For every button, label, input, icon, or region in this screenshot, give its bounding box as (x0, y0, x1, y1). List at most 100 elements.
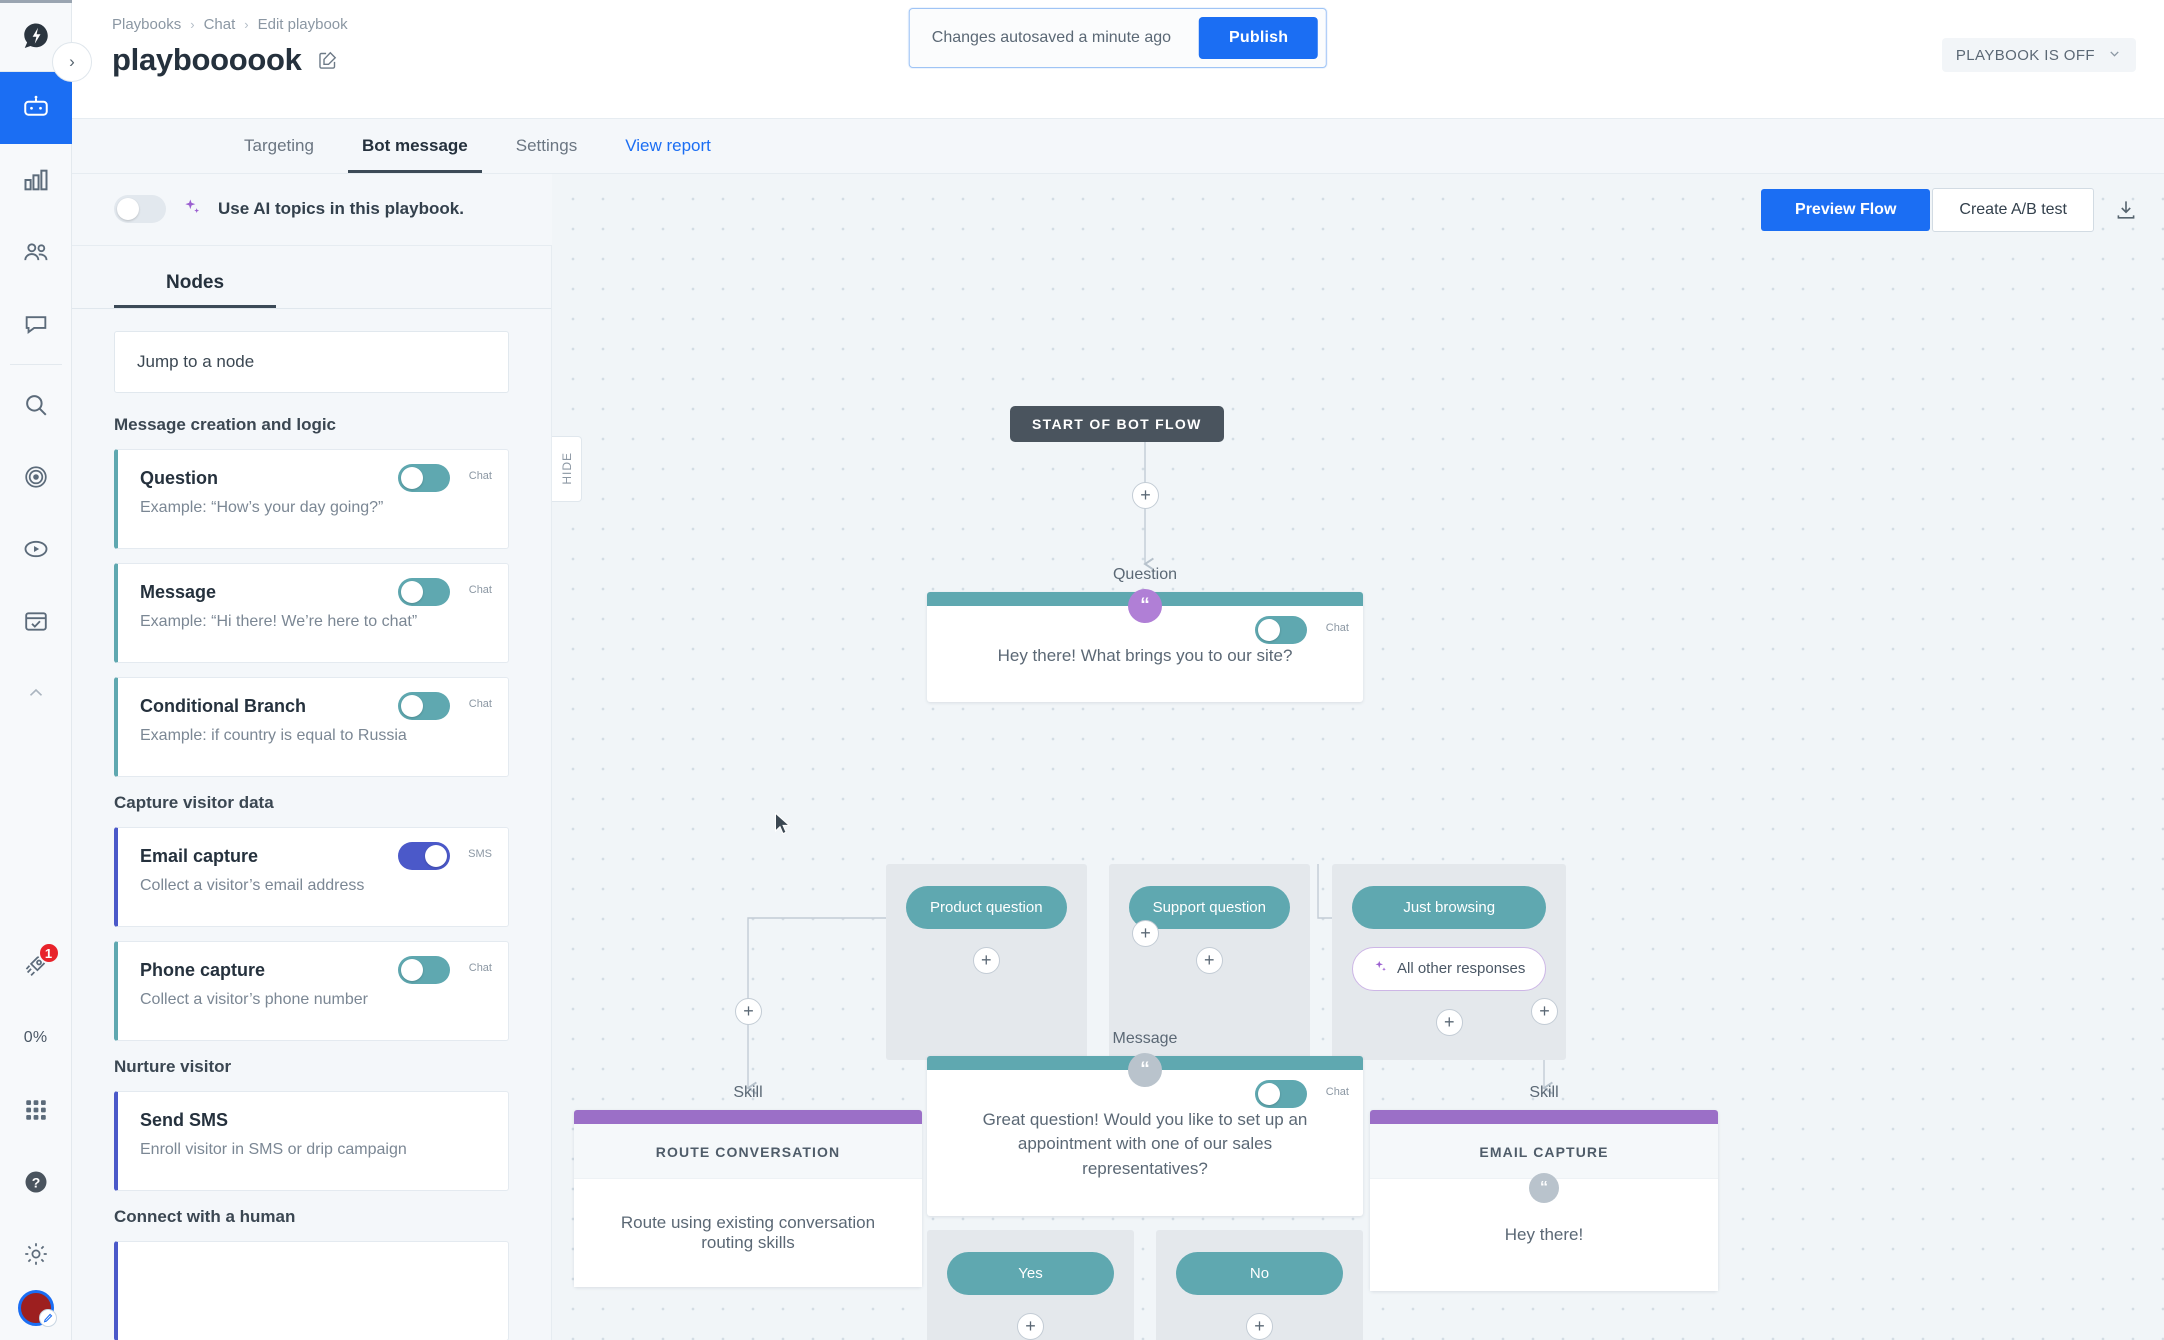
user-avatar[interactable] (17, 1290, 57, 1327)
answer-chip[interactable]: Product question (906, 885, 1067, 929)
group-title-nurture-visitor: Nurture visitor (114, 1056, 232, 1076)
sidebar-item-bot[interactable] (0, 72, 72, 144)
create-ab-test-button[interactable]: Create A/B test (1932, 187, 2094, 232)
chevron-right-icon[interactable]: › (52, 42, 92, 82)
sidebar-item-reports[interactable] (0, 144, 72, 216)
add-node-left-branch[interactable]: + (735, 997, 762, 1025)
tab-view-report[interactable]: View report (625, 135, 711, 155)
tab-settings[interactable]: Settings (515, 135, 578, 155)
answer-chip[interactable]: Yes (947, 1251, 1114, 1295)
message-channel-toggle[interactable] (398, 577, 450, 606)
quote-mark-icon: “ (1128, 1052, 1162, 1087)
tab-nodes[interactable]: Nodes (114, 272, 277, 308)
group-title-capture-visitor-data: Capture visitor data (114, 792, 274, 812)
add-node-right-branch[interactable]: + (1531, 997, 1558, 1025)
message-node-channel-label: Chat (1325, 1085, 1349, 1098)
toggle-knob (1258, 1082, 1280, 1105)
add-node-under-product-question[interactable]: + (972, 946, 1000, 974)
node-card-send-sms[interactable]: Send SMS Enroll visitor in SMS or drip c… (114, 1090, 509, 1191)
ai-topics-toggle[interactable] (114, 195, 166, 224)
message-node-card[interactable]: “ Chat Great question! Would you like to… (927, 1052, 1363, 1216)
jump-to-node-placeholder: Jump to a node (137, 351, 255, 371)
node-card-email-capture[interactable]: SMS Email capture Collect a visitor’s em… (114, 826, 509, 927)
sidebar-item-contacts[interactable] (0, 216, 72, 288)
nodes-panel-tabs: Nodes (72, 246, 551, 308)
edit-pencil-icon[interactable] (317, 50, 338, 71)
answer-chip[interactable]: Just browsing (1352, 885, 1547, 929)
email-capture-channel-label: SMS (468, 847, 492, 860)
node-card-desc: Collect a visitor’s email address (140, 876, 365, 894)
node-card-conditional-branch[interactable]: Chat Conditional Branch Example: if coun… (114, 676, 509, 777)
add-node-under-yes[interactable]: + (1017, 1312, 1044, 1340)
hide-panel-toggle[interactable]: HIDE (552, 435, 582, 502)
add-node-under-just-browsing[interactable]: + (1435, 1008, 1463, 1036)
all-other-responses-chip[interactable]: All other responses (1352, 946, 1547, 991)
sidebar-item-meetings[interactable] (0, 585, 72, 657)
message-node-channel-toggle[interactable] (1255, 1079, 1307, 1108)
add-node-under-support-question[interactable]: + (1195, 946, 1223, 974)
tab-targeting[interactable]: Targeting (244, 135, 314, 155)
phone-capture-channel-toggle[interactable] (398, 955, 450, 984)
node-card-message[interactable]: Chat Message Example: “Hi there! We’re h… (114, 562, 509, 663)
skill-right-card[interactable]: EMAIL CAPTURE “ Hey there! (1370, 1109, 1718, 1291)
sidebar-item-apps[interactable] (0, 1074, 72, 1146)
node-card-connect-human[interactable] (114, 1240, 509, 1340)
email-capture-channel-toggle[interactable] (398, 841, 450, 870)
skill-node-email-capture[interactable]: Skill EMAIL CAPTURE “ Hey there! (1370, 1084, 1718, 1291)
ai-sparkle-icon (182, 197, 202, 222)
answer-column-support-question: Support question + (1108, 863, 1310, 1060)
drift-logo-icon[interactable] (0, 0, 72, 72)
ai-sparkle-icon (1373, 959, 1388, 979)
skill-node-route-conversation[interactable]: Skill ROUTE CONVERSATION Route using exi… (574, 1084, 922, 1287)
toggle-knob (117, 198, 139, 221)
sidebar-item-rocket[interactable]: 1 (0, 930, 72, 1002)
message-node[interactable]: Message “ Chat Great question! Would you… (927, 1030, 1363, 1340)
question-node-card[interactable]: “ Chat Hey there! What brings you to our… (927, 588, 1363, 703)
skill-left-card[interactable]: ROUTE CONVERSATION Route using existing … (574, 1109, 922, 1287)
publish-button[interactable]: Publish (1199, 17, 1319, 59)
preview-flow-button[interactable]: Preview Flow (1761, 188, 1931, 231)
node-card-question[interactable]: Chat Question Example: “How’s your day g… (114, 448, 509, 549)
playbook-status-dropdown[interactable]: PLAYBOOK IS OFF (1941, 38, 2136, 72)
sidebar-collapse-toggle[interactable] (0, 657, 72, 729)
toggle-knob (425, 844, 447, 867)
answer-chip[interactable]: No (1176, 1251, 1343, 1295)
breadcrumb-separator-icon: › (244, 17, 249, 32)
question-node[interactable]: Question “ Chat Hey there! What brings y… (927, 566, 1363, 703)
add-node-under-no[interactable]: + (1246, 1312, 1273, 1340)
group-title-message-creation: Message creation and logic (114, 414, 337, 434)
edit-avatar-icon[interactable] (38, 1309, 57, 1327)
question-node-label: Question (1112, 565, 1178, 583)
playbook-tabs: Targeting Bot message Settings View repo… (72, 118, 2164, 174)
add-node-after-start[interactable]: + (1132, 481, 1159, 509)
node-card-title: Conditional Branch (140, 695, 306, 716)
sidebar-item-help[interactable]: ? (0, 1146, 72, 1218)
sidebar-item-video[interactable] (0, 513, 72, 585)
sidebar-item-conversations[interactable] (0, 288, 72, 360)
jump-to-node-input[interactable]: Jump to a node (114, 330, 509, 393)
add-node-center-branch[interactable]: + (1132, 919, 1159, 947)
answer-chip[interactable]: Support question (1128, 885, 1290, 929)
conditional-branch-channel-toggle[interactable] (398, 691, 450, 720)
sidebar-item-target-accounts[interactable] (0, 441, 72, 513)
breadcrumb-playbooks[interactable]: Playbooks (112, 16, 182, 33)
node-card-desc: Example: “Hi there! We’re here to chat” (140, 612, 418, 630)
download-icon[interactable] (2114, 198, 2138, 222)
rail-divider (9, 364, 62, 365)
sidebar-item-search[interactable] (0, 369, 72, 441)
toggle-knob (401, 958, 423, 981)
left-nav-rail: 1 0% ? (0, 0, 72, 1340)
quote-mark-icon: “ (1529, 1172, 1559, 1203)
sidebar-item-settings[interactable] (0, 1218, 72, 1290)
flow-canvas[interactable]: + START OF BOT FLOW Question “ Chat (552, 173, 2164, 1340)
toggle-track (398, 577, 450, 606)
tab-bot-message[interactable]: Bot message (338, 119, 492, 174)
onboarding-progress[interactable]: 0% (0, 1002, 72, 1074)
breadcrumb-edit-playbook: Edit playbook (257, 16, 348, 33)
question-node-channel-toggle[interactable] (1255, 615, 1307, 644)
node-card-phone-capture[interactable]: Chat Phone capture Collect a visitor’s p… (114, 940, 509, 1041)
flow-actions: Preview Flow Create A/B test (1761, 187, 2138, 232)
question-channel-toggle[interactable] (398, 463, 450, 492)
breadcrumb-chat[interactable]: Chat (203, 16, 236, 33)
ai-topics-bar: Use AI topics in this playbook. (72, 173, 552, 246)
